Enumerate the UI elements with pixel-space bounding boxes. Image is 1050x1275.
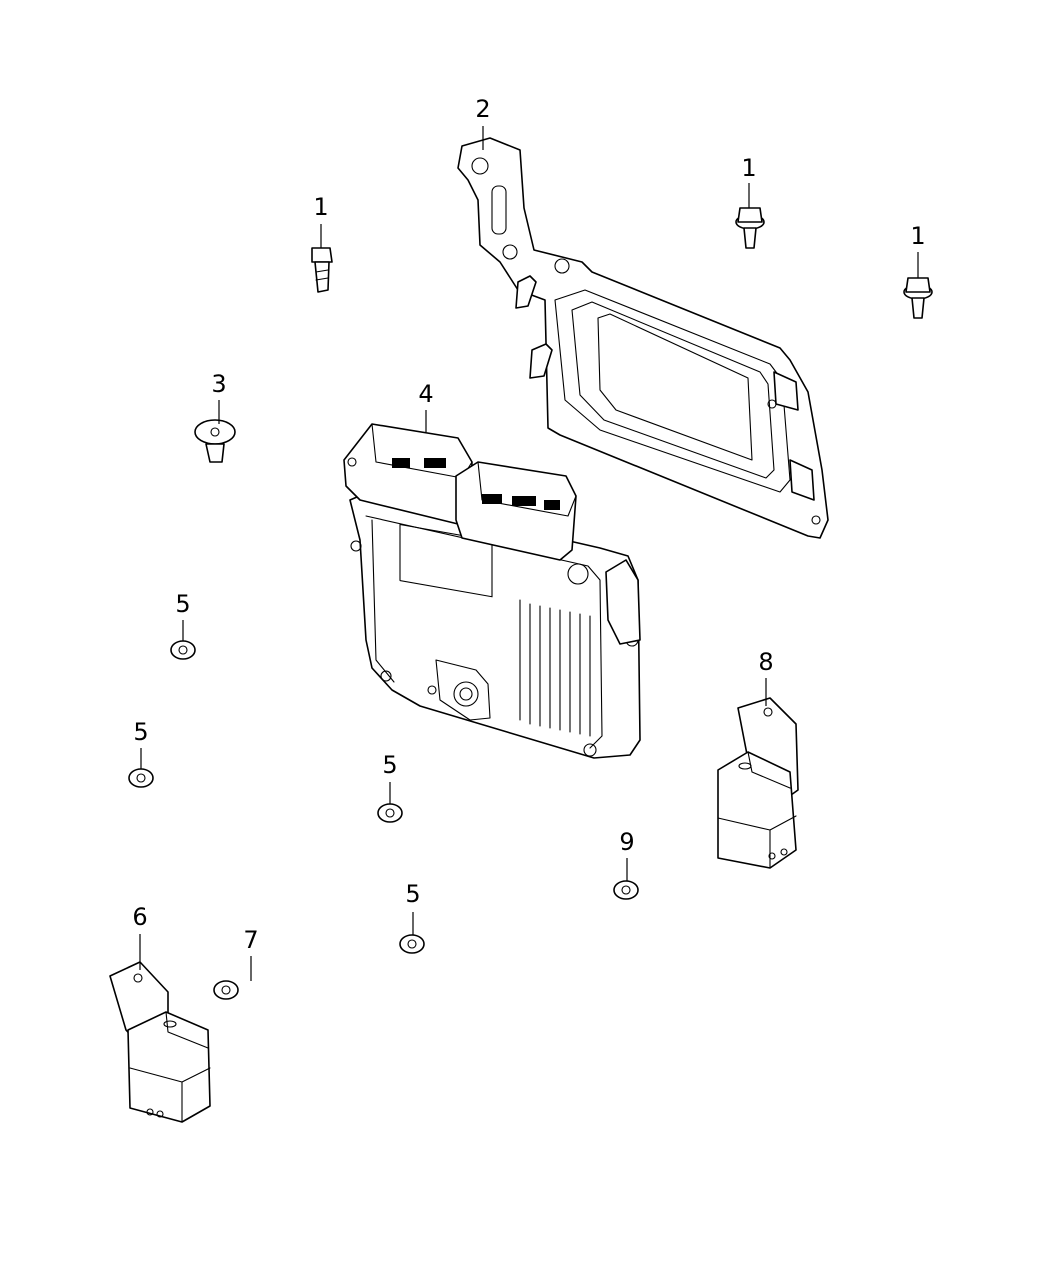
nut-4 [399, 934, 425, 954]
callout-3: 3 [211, 370, 226, 398]
nut-1 [170, 640, 196, 660]
callout-5-d: 5 [405, 880, 420, 908]
callout-2: 2 [475, 95, 490, 123]
nut-7 [213, 980, 239, 1000]
relay-module-left [109, 961, 211, 1123]
callout-9: 9 [619, 828, 634, 856]
nut-9 [613, 880, 639, 900]
callout-1-center: 1 [741, 154, 756, 182]
callout-6: 6 [132, 903, 147, 931]
callout-8: 8 [758, 648, 773, 676]
callout-5-c: 5 [382, 751, 397, 779]
callout-1-left: 1 [313, 193, 328, 221]
push-pin [194, 419, 236, 463]
callout-leaders [139, 126, 919, 981]
bolt-flanged-right [903, 277, 933, 319]
mounting-bracket [457, 137, 829, 539]
bolt-flanged-center [735, 207, 765, 249]
callout-5-a: 5 [175, 590, 190, 618]
callout-1-right: 1 [910, 222, 925, 250]
callout-5-b: 5 [133, 718, 148, 746]
callout-7: 7 [243, 926, 258, 954]
callout-labels: 1 1 1 2 3 4 5 5 5 5 6 7 8 9 [132, 95, 925, 954]
nut-2 [128, 768, 154, 788]
bolt-left [311, 247, 333, 293]
relay-module-right [717, 697, 799, 869]
callout-4: 4 [418, 380, 433, 408]
control-module [343, 423, 641, 759]
nut-3 [377, 803, 403, 823]
